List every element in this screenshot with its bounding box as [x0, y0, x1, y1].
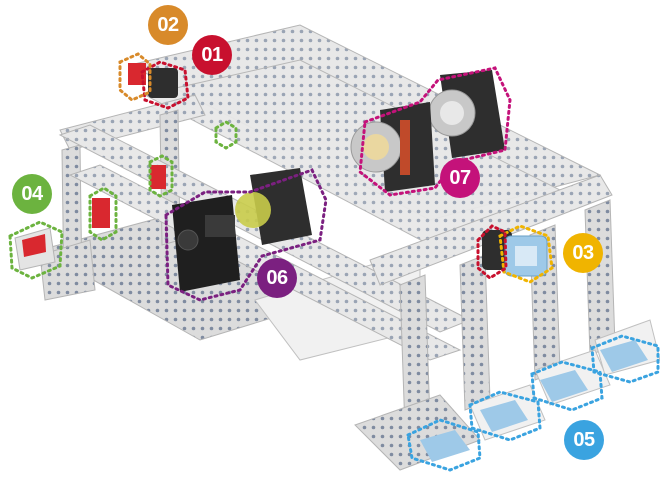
outline-01 — [140, 60, 190, 110]
outline-07 — [358, 66, 512, 197]
blue-foot-sensors — [420, 340, 648, 462]
outline-03-servo — [476, 224, 508, 280]
label-badge-05: 05 — [564, 420, 604, 460]
label-badge-02: 02 — [148, 5, 188, 45]
label-badge-03: 03 — [563, 233, 603, 273]
servo-pair-06 — [172, 168, 312, 292]
outline-06 — [164, 168, 328, 302]
label-badge-06: 06 — [257, 258, 297, 298]
servo-right — [482, 230, 548, 277]
outline-05b — [468, 390, 542, 442]
servo-pair-07 — [350, 70, 505, 192]
label-badge-01: 01 — [192, 35, 232, 75]
outline-05d — [590, 334, 660, 384]
outline-05a — [406, 418, 482, 472]
outline-04 — [8, 220, 64, 280]
outline-04b — [88, 186, 118, 242]
red-connectors — [14, 63, 166, 271]
outline-03 — [498, 224, 554, 284]
outline-05c — [530, 360, 604, 412]
label-badge-07: 07 — [440, 158, 480, 198]
outline-04c — [148, 154, 174, 198]
label-badge-04: 04 — [12, 174, 52, 214]
servo-rear-left — [148, 68, 178, 98]
outline-02 — [118, 52, 152, 102]
outline-04d — [214, 120, 238, 150]
